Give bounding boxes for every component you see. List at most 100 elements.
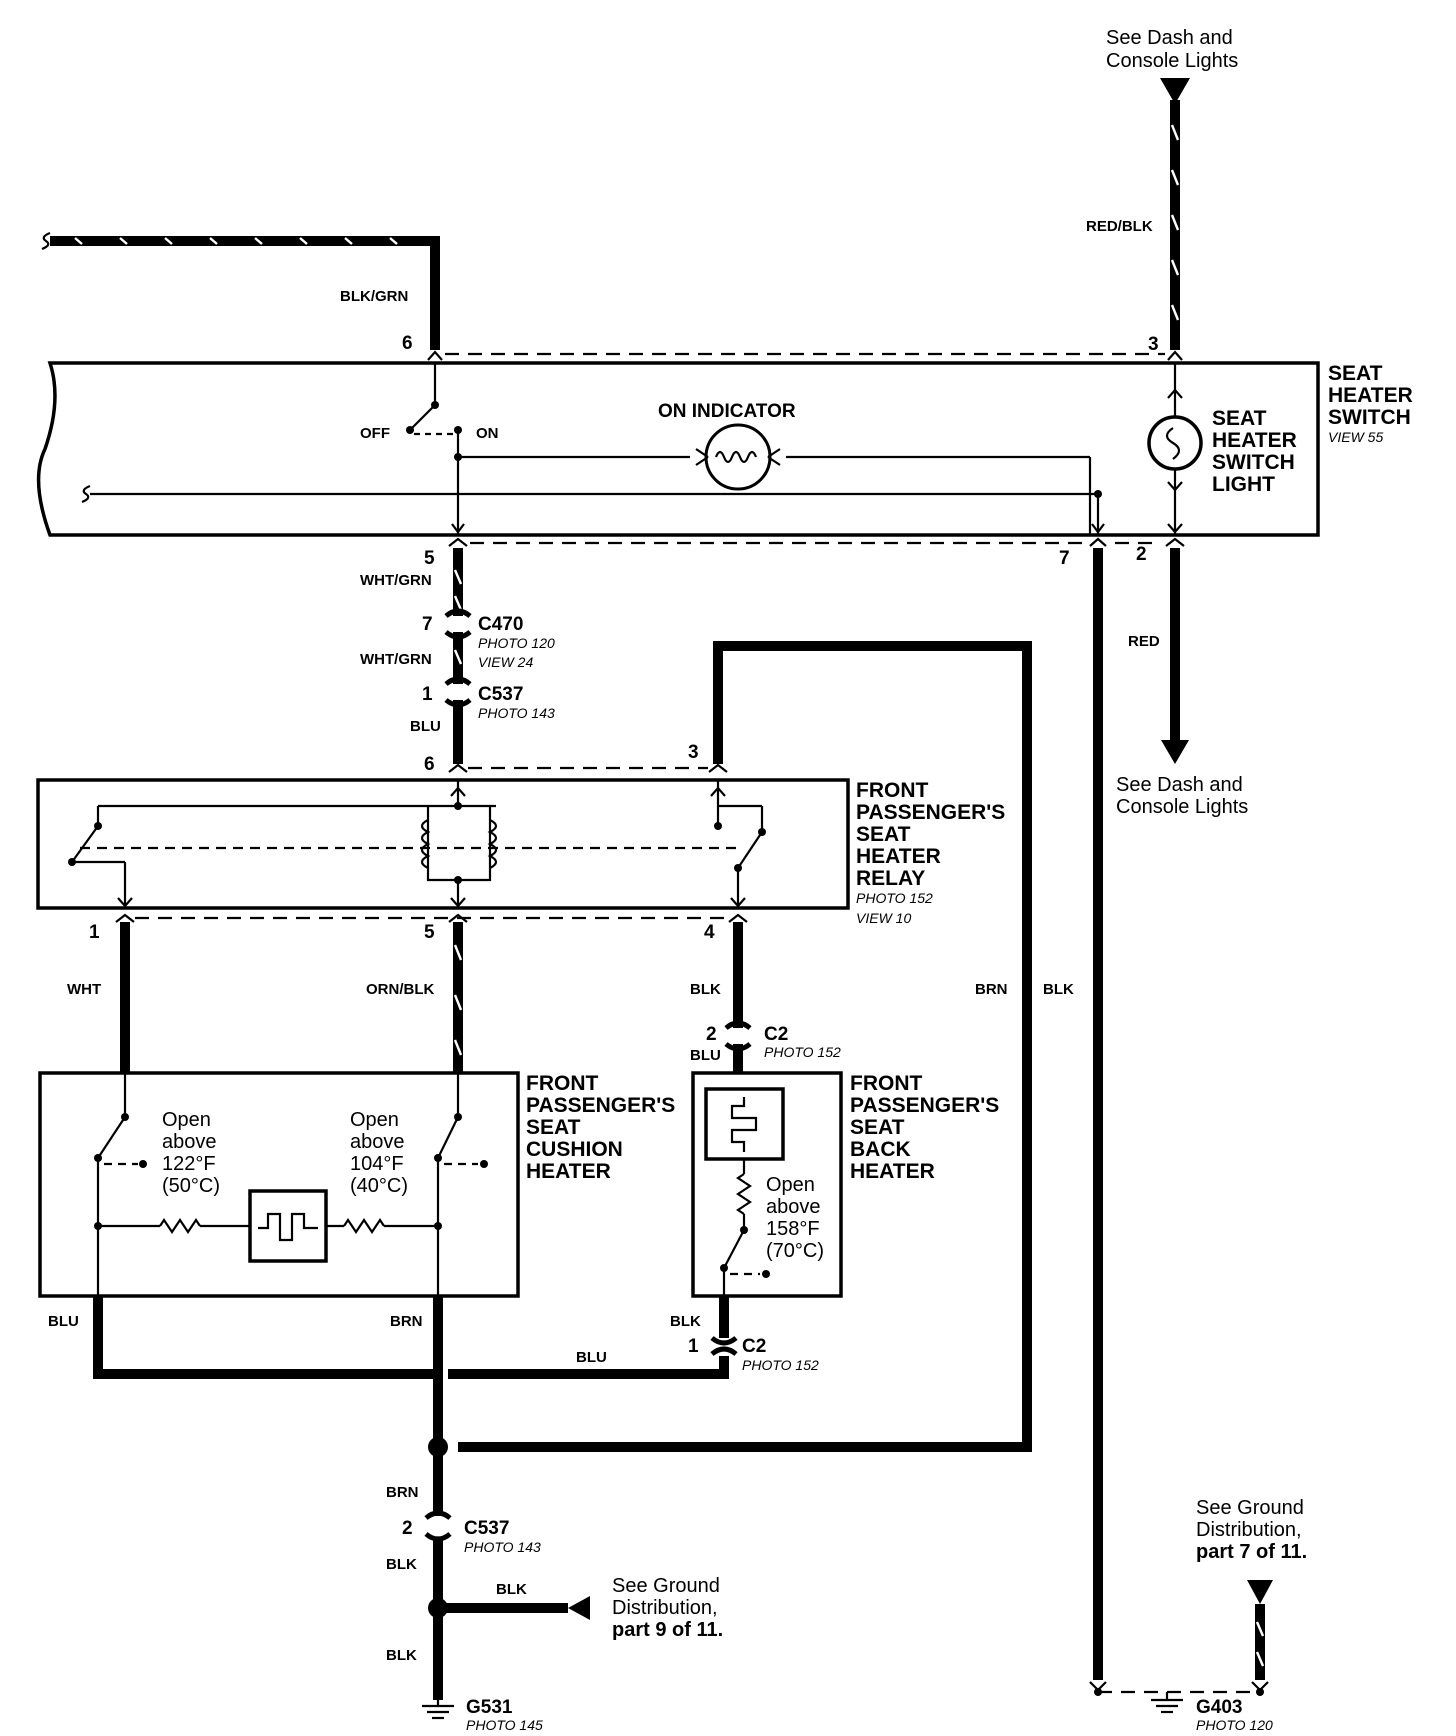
wire-label-blk-lower1: BLK [386,1556,417,1573]
pin-switch-7: 7 [1059,548,1070,569]
wire-label-blu-bottom: BLU [576,1349,607,1366]
relay-title-3: SEAT [856,823,911,846]
light-label-3: SWITCH [1212,451,1295,474]
cushion-t1-1: Open [162,1109,211,1131]
switch-pivot [431,401,439,409]
connector-c2-lower [710,1335,738,1357]
c537-lower-gap [426,1516,450,1538]
arrow-in-ground-right [1247,1580,1273,1604]
pin-switch-2: 2 [1136,544,1147,565]
wire-label-blu-left: BLU [48,1313,79,1330]
wire-label-red: RED [1128,633,1160,650]
wire-label-blu-c2: BLU [690,1047,721,1064]
on-indicator-label: ON INDICATOR [658,401,796,422]
pin-relay-1: 1 [89,922,100,943]
back-t-1: Open [766,1174,815,1196]
on-indicator-brackets [695,448,781,466]
note-dash-right-1: See Dash and [1116,774,1243,796]
ground-g403-symbol [1151,1692,1183,1714]
pin-relay-5: 5 [424,922,435,943]
back-t-2: above [766,1196,821,1218]
note-dash-top-2: Console Lights [1106,50,1238,72]
switch-title-1: SEAT [1328,362,1383,385]
node-g403-right [1256,1688,1264,1696]
relay-top-terminals [448,763,728,773]
cushion-t2-4: (40°C) [350,1175,408,1197]
cushion-t2-1: Open [350,1109,399,1131]
relay-view: VIEW 10 [856,910,911,926]
back-t-4: (70°C) [766,1240,824,1262]
relay-photo: PHOTO 152 [856,890,933,906]
wire-blk-grn [41,231,440,350]
cushion-heater-box [38,1071,520,1298]
on-indicator-filament [714,450,758,464]
note-ground-bottom-2: Distribution, [612,1597,718,1619]
wire-brn-loop [458,641,1032,1452]
light-label-4: LIGHT [1212,473,1275,496]
wire-red-blk [1170,100,1180,350]
c537-upper-name: C537 [478,684,523,705]
note-ground-right-2: Distribution, [1196,1519,1302,1541]
note-dash-top-1: See Dash and [1106,27,1233,49]
seat-heater-switch-box [36,361,1320,537]
back-internals [704,1087,785,1296]
cushion-t2-2: above [350,1131,405,1153]
wire-blu-left [93,1296,438,1379]
connector-c537-lower [424,1510,452,1542]
arrow-switch-pin5 [451,523,465,534]
note-dash-right-2: Console Lights [1116,796,1248,818]
arrow-light-top [1167,388,1183,399]
relay-title-5: RELAY [856,867,925,890]
switch-title-2: HEATER [1328,384,1413,407]
switch-off-label: OFF [360,425,390,442]
arrow-out-dash-right [1161,740,1189,764]
switch-illum-break [81,484,91,504]
arrow-switch-pin7 [1091,523,1105,534]
cushion-title-2: PASSENGER'S [526,1094,675,1117]
light-label-1: SEAT [1212,407,1267,430]
node-g403-left [1094,1688,1102,1696]
back-title-1: FRONT [850,1072,922,1095]
wire-label-wht-grn-2: WHT/GRN [360,651,432,668]
wire-label-blu-1: BLU [410,718,441,735]
relay-bottom-terminals [115,913,748,923]
wire-label-wht: WHT [67,981,101,998]
ground-g531-symbol [422,1700,454,1720]
c470-name: C470 [478,614,523,635]
back-title-2: PASSENGER'S [850,1094,999,1117]
wire-wht-grn [453,548,463,684]
wire-label-brn-lower: BRN [386,1484,419,1501]
cushion-t1-3: 122°F [162,1153,216,1175]
back-title-4: BACK [850,1138,911,1161]
c537-lower-photo: PHOTO 143 [464,1539,541,1555]
switch-on-label: ON [476,425,499,442]
g403-terminals [1089,1681,1269,1692]
wire-orn-blk [453,922,463,1073]
pin-switch-6: 6 [402,333,413,354]
cushion-internals [94,1073,488,1296]
wire-label-blk-back: BLK [670,1313,701,1330]
note-ground-right-1: See Ground [1196,1497,1304,1519]
cushion-title-1: FRONT [526,1072,598,1095]
relay-title-2: PASSENGER'S [856,801,1005,824]
c2-upper-photo: PHOTO 152 [764,1044,841,1060]
wire-label-blk-long: BLK [1043,981,1074,998]
terminal-switch-6 [427,350,443,361]
wire-label-brn-loop: BRN [975,981,1008,998]
wire-label-blk-grn: BLK/GRN [340,288,408,305]
back-heater-box [691,1071,843,1298]
c470-view: VIEW 24 [478,654,533,670]
wire-label-red-blk: RED/BLK [1086,218,1153,235]
pin-c470: 7 [422,614,433,635]
g531-photo: PHOTO 145 [466,1717,543,1733]
pin-c537-lower: 2 [402,1518,413,1539]
wire-blu-bottom [448,1356,729,1379]
switch-off-contact [406,426,414,434]
switch-view: VIEW 55 [1328,429,1383,445]
light-label-2: HEATER [1212,429,1297,452]
arrows-light-bottom [1167,481,1183,534]
wire-blk-ground-right [1255,1604,1265,1680]
c470-photo: PHOTO 120 [478,635,555,651]
cushion-title-5: HEATER [526,1160,611,1183]
